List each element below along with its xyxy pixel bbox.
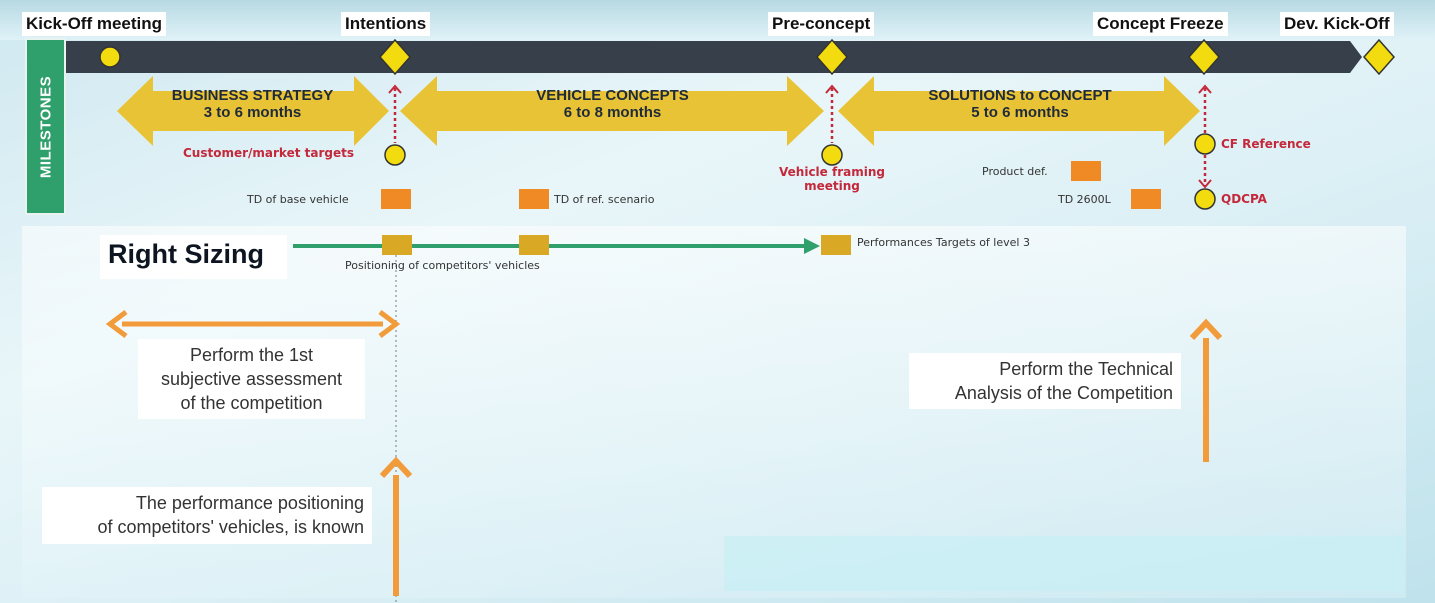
intentions-marker	[378, 38, 412, 76]
orange-up-arrow-1-head	[379, 456, 413, 479]
milestone-freeze-title: Concept Freeze	[1093, 12, 1228, 36]
right-sizing-title: Right Sizing	[100, 235, 287, 279]
milestones-label: MILESTONES	[25, 38, 66, 215]
freeze-marker	[1187, 38, 1221, 76]
phase-arrow-business	[117, 76, 389, 146]
milestone-kickoff-title: Kick-Off meeting	[22, 12, 167, 36]
subjective-assessment-note: Perform the 1st subjective assessment of…	[138, 339, 365, 419]
cf-reference-marker	[1194, 133, 1216, 155]
vehicle-framing-marker	[821, 144, 843, 166]
qdcpa-label: QDCPA	[1221, 192, 1267, 206]
devkickoff-marker	[1362, 38, 1396, 76]
milestone-intentions-title: Intentions	[341, 12, 431, 36]
milestone-preconcept-title: Pre-concept	[768, 12, 875, 36]
folder-icon[interactable]	[382, 235, 412, 255]
phase-arrow-solutions	[838, 76, 1200, 146]
customer-targets-label: Customer/market targets	[183, 146, 355, 160]
cf-reference-label: CF Reference	[1221, 137, 1311, 151]
qdcpa-marker	[1194, 188, 1216, 210]
phase-business: BUSINESS STRATEGY 3 to 6 months	[171, 87, 334, 121]
targets-label: Performances Targets of level 3	[857, 236, 1030, 249]
positioning-label: Positioning of competitors' vehicles	[345, 259, 540, 272]
folder-icon[interactable]	[821, 235, 851, 255]
technical-analysis-note: Perform the Technical Analysis of the Co…	[909, 353, 1181, 409]
folder-icon[interactable]	[381, 189, 411, 209]
folder-icon[interactable]	[519, 235, 549, 255]
doc-td-2600l-label: TD 2600L	[1058, 193, 1111, 206]
orange-arrow-left-head	[105, 310, 128, 338]
preconcept-marker	[815, 38, 849, 76]
folder-icon[interactable]	[1131, 189, 1161, 209]
folder-icon[interactable]	[519, 189, 549, 209]
doc-td-base-label: TD of base vehicle	[247, 193, 349, 206]
customer-targets-marker	[384, 144, 406, 166]
right-sizing-arrowhead	[804, 238, 820, 254]
kickoff-marker	[99, 46, 121, 68]
timeline-bar	[66, 41, 1362, 73]
performance-known-note: The performance positioning of competito…	[42, 487, 372, 544]
phase-arrow-vehicle	[400, 76, 824, 146]
doc-td-ref-label: TD of ref. scenario	[554, 193, 655, 206]
folder-icon[interactable]	[1071, 161, 1101, 181]
orange-arrow-right-head	[378, 310, 401, 338]
milestone-devkickoff-title: Dev. Kick-Off	[1280, 12, 1394, 36]
phase-vehicle: VEHICLE CONCEPTS 6 to 8 months	[536, 87, 689, 121]
vehicle-framing-label: Vehicle framing meeting	[779, 165, 885, 193]
phase-solutions: SOLUTIONS to CONCEPT 5 to 6 months	[928, 87, 1112, 121]
glow-band	[724, 536, 1404, 591]
doc-product-def-label: Product def.	[982, 165, 1048, 178]
orange-up-arrow-2-head	[1189, 318, 1223, 341]
